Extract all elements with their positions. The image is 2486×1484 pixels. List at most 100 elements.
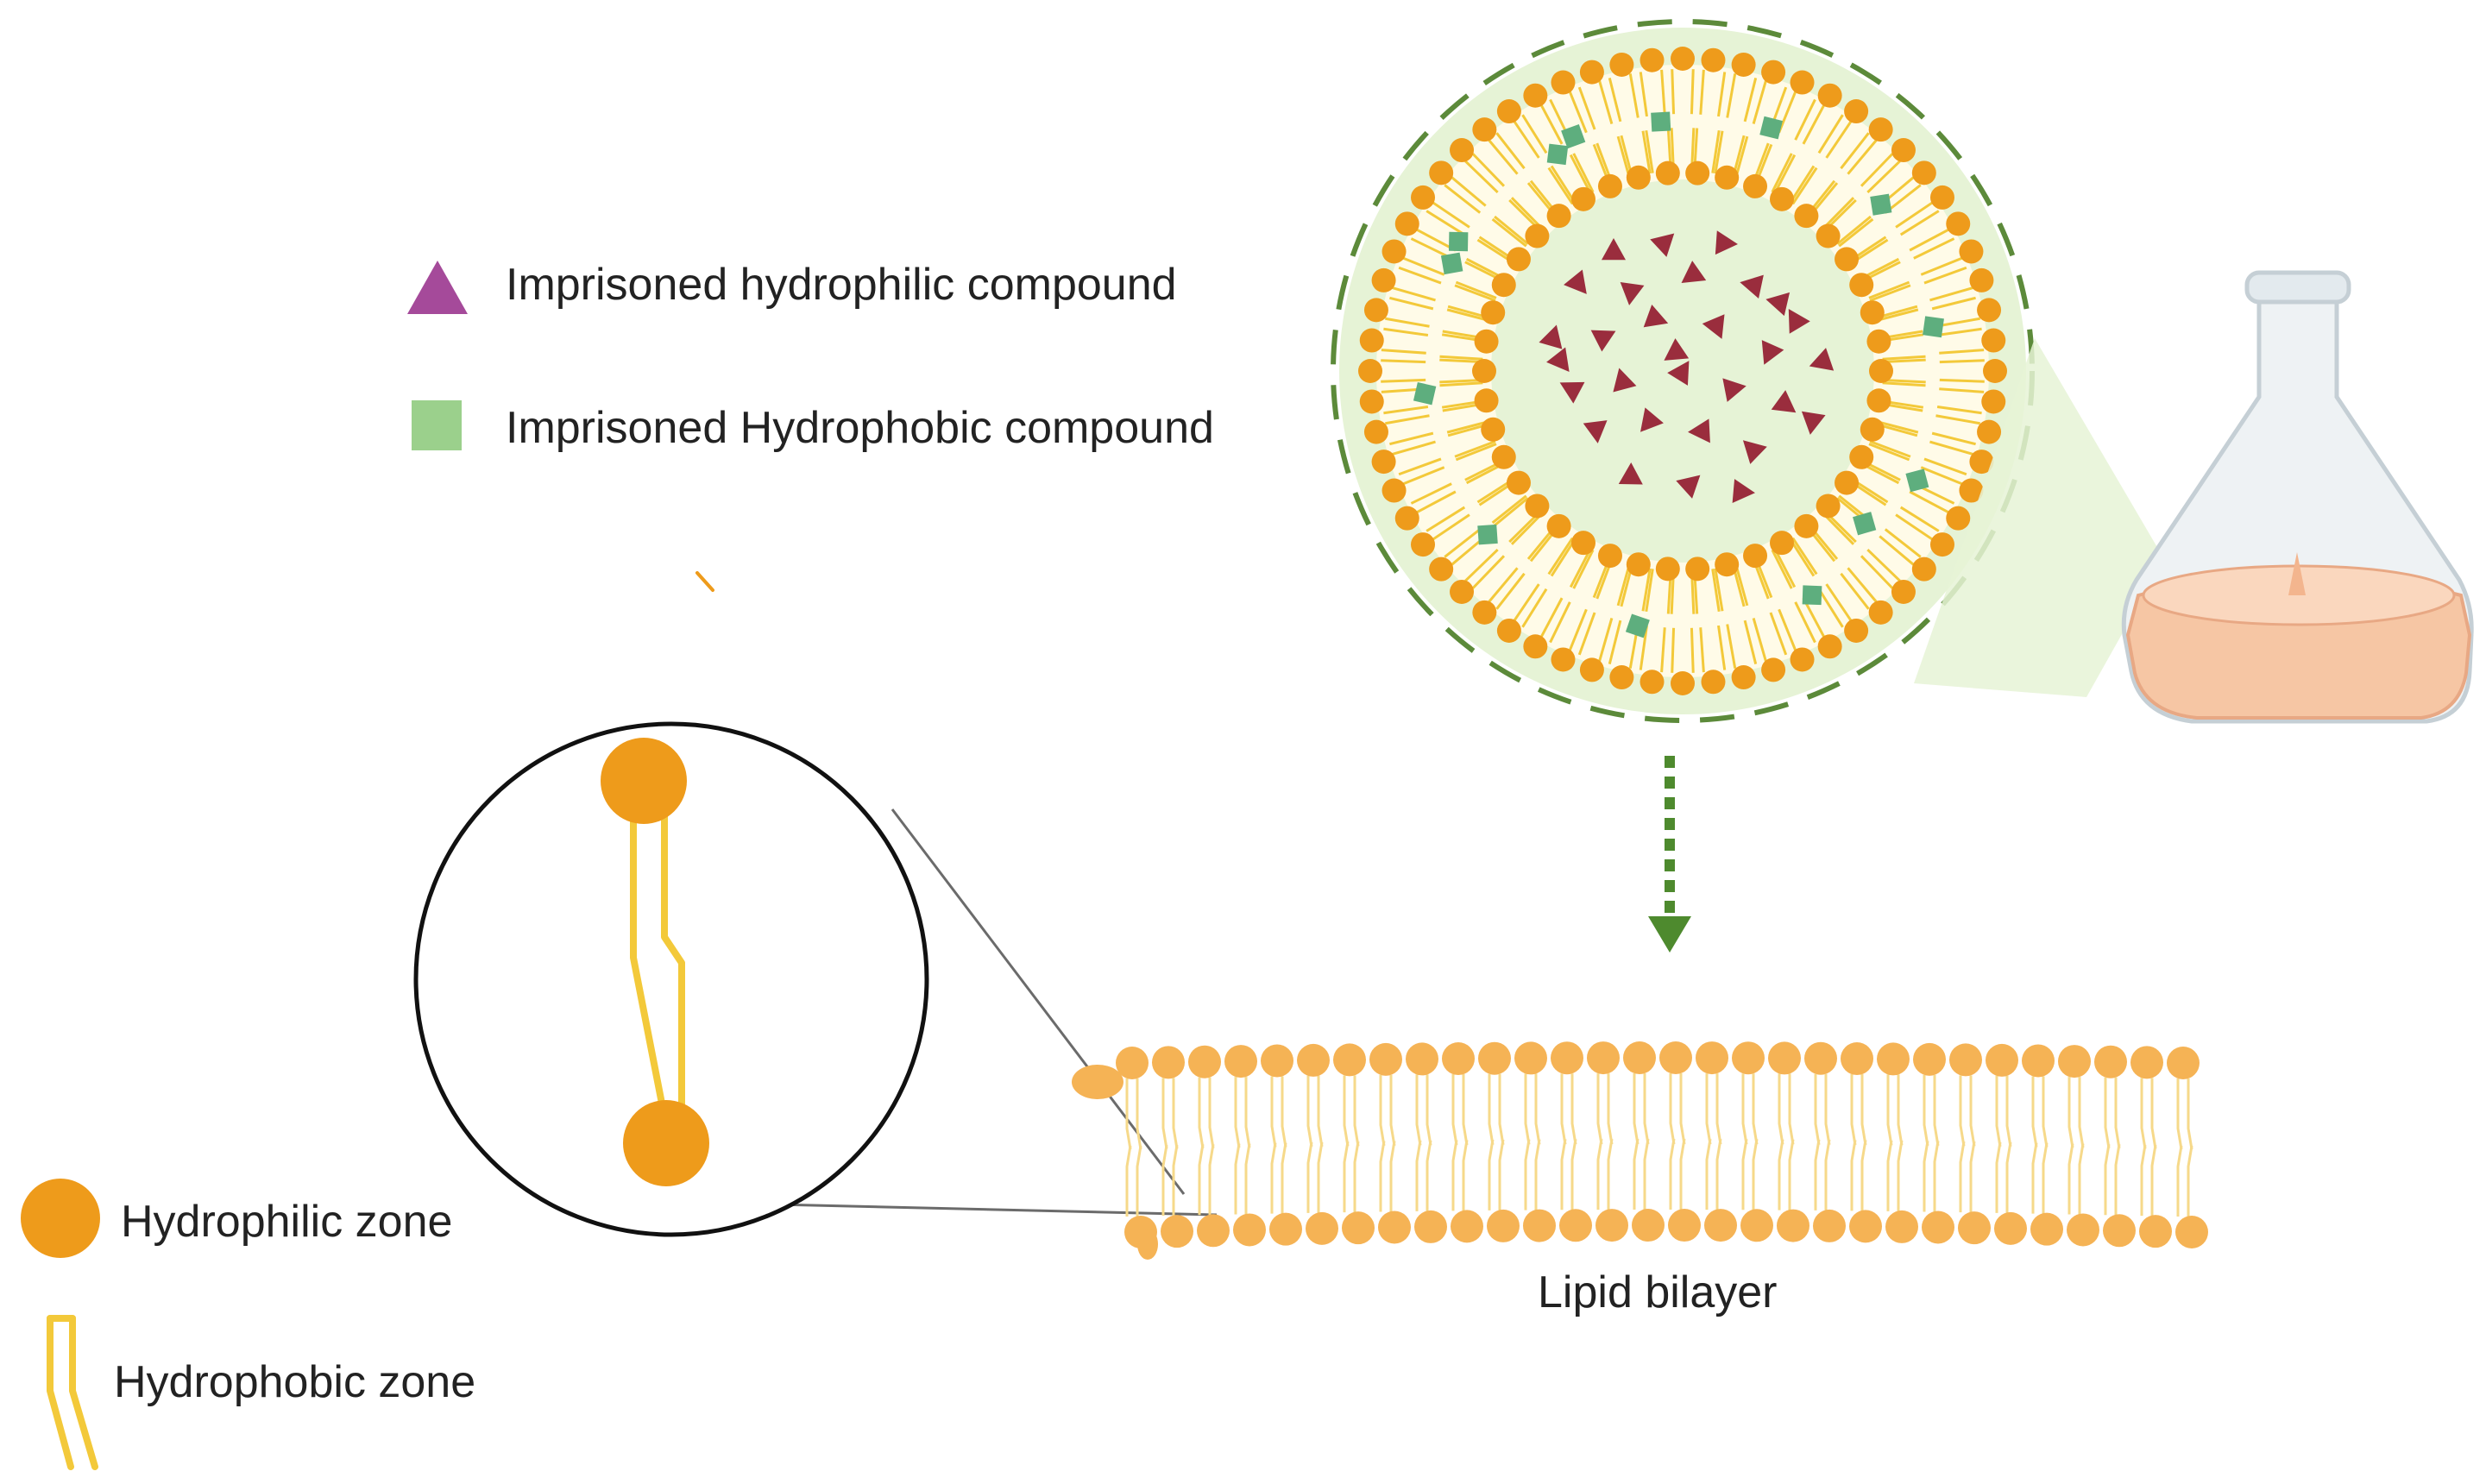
lipid-tail <box>1431 513 1470 541</box>
lipid-tail <box>1769 612 1788 656</box>
bilayer-tail <box>1343 1141 1350 1213</box>
lipid-head <box>1868 117 1893 142</box>
bilayer-head <box>1777 1209 1809 1242</box>
lipid-tail <box>1734 135 1749 179</box>
bilayer-tail <box>2150 1144 2157 1217</box>
hydrophobic-compound <box>1449 231 1469 252</box>
hydrophilic-compound <box>1643 305 1669 328</box>
bilayer-head <box>1768 1041 1801 1075</box>
bilayer-tail <box>1933 1141 1940 1212</box>
lipid-tail <box>1789 165 1816 204</box>
lipid-head <box>1640 47 1665 72</box>
bilayer-tail <box>1270 1142 1277 1214</box>
hydrophilic-compound <box>1664 338 1690 361</box>
lipid-head <box>1869 359 1893 383</box>
bilayer-tail <box>1933 1074 1940 1147</box>
lipid-tail <box>1717 72 1727 117</box>
lipid-tail <box>1389 431 1434 446</box>
lipid-head <box>1491 273 1516 298</box>
lipid-tail <box>1794 98 1816 141</box>
lipid-tail <box>1568 608 1588 652</box>
lipid-tail <box>1929 440 1973 456</box>
bilayer-head <box>1514 1041 1547 1075</box>
lipid-tail <box>1491 494 1527 525</box>
lipid-head <box>1411 532 1436 557</box>
lipid-tail <box>1711 129 1721 173</box>
lipid-head <box>1860 300 1885 325</box>
bilayer-head <box>1233 1213 1266 1247</box>
bilayer-tail <box>2078 1077 2085 1148</box>
lipid-tail <box>1711 569 1721 613</box>
lipid-bilayer <box>1072 1041 2208 1260</box>
lipid-tail <box>1641 568 1652 612</box>
lipid-head <box>1506 470 1531 495</box>
hydrophobic-compound <box>1477 524 1498 545</box>
lipid-head <box>1794 204 1819 229</box>
lipid-tail <box>1494 215 1529 245</box>
phospholipid-head-bottom <box>623 1100 709 1186</box>
lipid-head <box>1371 450 1396 475</box>
embedded-hydrophobic-compounds <box>1413 111 1944 638</box>
phospholipid-head-top <box>601 738 687 824</box>
bilayer-head <box>1595 1209 1628 1242</box>
lipid-head <box>1640 670 1665 695</box>
lipid-tail <box>1572 549 1595 589</box>
hydrophilic-compound <box>1618 462 1643 485</box>
lipid-head <box>1363 419 1388 444</box>
lipid-tail <box>1639 625 1648 670</box>
lipid-tail <box>1616 563 1631 607</box>
bilayer-tail <box>1570 1139 1577 1210</box>
lipid-head <box>1394 506 1419 531</box>
bilayer-tail <box>1125 1078 1132 1150</box>
hydrophilic-compound <box>1650 233 1675 257</box>
bilayer-tail <box>1850 1074 1857 1146</box>
bilayer-tail <box>1643 1138 1650 1210</box>
lipid-tail <box>1645 129 1654 173</box>
lipid-tail <box>1773 548 1797 588</box>
lipid-tail <box>1431 201 1470 229</box>
bilayer-tail <box>1172 1144 1179 1217</box>
phospholipid-tail <box>630 808 685 1111</box>
zoom-circle <box>413 721 929 1237</box>
bilayer-tail <box>1498 1139 1505 1210</box>
bilayer-head <box>1478 1041 1511 1075</box>
bilayer-tail <box>1379 1074 1386 1147</box>
lipid-tail <box>1426 210 1466 236</box>
lipid-tail <box>1939 349 1985 355</box>
bilayer-tail <box>1741 1073 1748 1145</box>
lipid-head <box>1731 52 1756 77</box>
bilayer-tail <box>2042 1142 2049 1214</box>
bilayer-tail <box>1886 1140 1893 1211</box>
bilayer-tail <box>1136 1078 1142 1150</box>
bilayer-head <box>1442 1042 1475 1076</box>
lipid-tail <box>1822 512 1855 545</box>
lipid-head <box>1977 298 2002 323</box>
lipid-head <box>1496 99 1521 124</box>
lipid-tail <box>1645 569 1654 613</box>
lipid-tail <box>1929 286 1973 302</box>
lipid-tail <box>1743 78 1758 123</box>
lipid-head <box>1866 329 1891 354</box>
lipid-head <box>1761 60 1786 85</box>
hydrophobic-compound <box>1853 512 1877 536</box>
lipid-head <box>1983 359 2007 383</box>
lipid-head <box>1849 444 1874 469</box>
hydrophilic-compound <box>1740 274 1764 299</box>
bilayer-tail <box>2187 1078 2193 1150</box>
bilayer-head <box>1740 1209 1773 1242</box>
lipid-tail <box>1840 572 1870 610</box>
bilayer-tails <box>1125 1073 2193 1217</box>
lipid-head <box>1359 389 1384 414</box>
lipid-tail <box>1671 69 1676 115</box>
lipid-tail <box>1444 528 1482 558</box>
lipid-tail <box>1439 381 1483 387</box>
lipid-tail <box>1847 138 1879 175</box>
bilayer-tail <box>1824 1073 1831 1145</box>
lipid-tail <box>1860 555 1894 589</box>
lipid-tail <box>1569 154 1592 194</box>
lipid-tail <box>1455 280 1497 299</box>
bilayer-tail <box>1125 1145 1132 1217</box>
lipid-head <box>1685 160 1710 186</box>
lipid-head <box>1868 600 1893 625</box>
hydrophobic-compound <box>1870 193 1892 216</box>
